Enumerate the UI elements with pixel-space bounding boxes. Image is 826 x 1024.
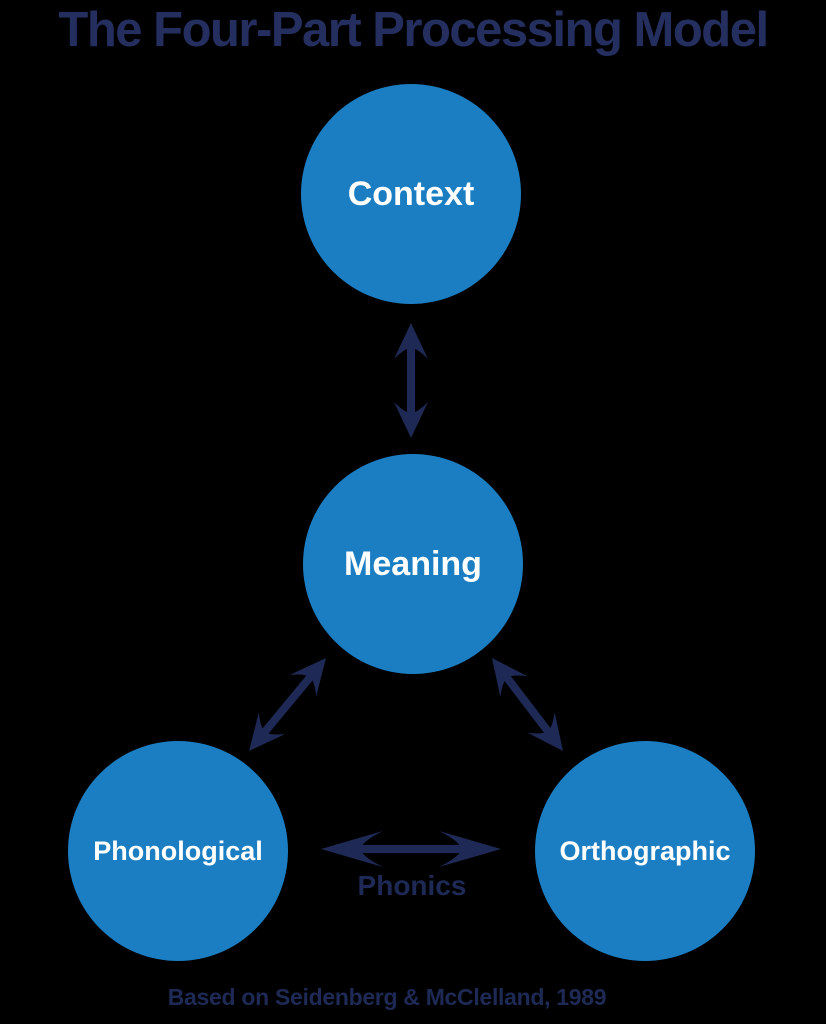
node-meaning: Meaning [303, 454, 523, 674]
source-caption: Based on Seidenberg & McClelland, 1989 [167, 984, 607, 1010]
arrow-meaning-phonological [249, 658, 326, 751]
node-context: Context [301, 84, 521, 304]
node-phonological-label: Phonological [93, 835, 263, 866]
diagram-title: The Four-Part Processing Model [58, 3, 769, 57]
node-meaning-label: Meaning [344, 544, 482, 583]
arrow-meaning-orthographic [492, 658, 563, 751]
node-phonological: Phonological [68, 741, 288, 961]
node-context-label: Context [347, 174, 475, 213]
arrow-context-meaning [394, 323, 428, 438]
node-orthographic-label: Orthographic [559, 835, 731, 866]
node-orthographic: Orthographic [535, 741, 755, 961]
arrow-phonological-orthographic [321, 831, 501, 867]
phonics-edge-label: Phonics [357, 870, 467, 901]
